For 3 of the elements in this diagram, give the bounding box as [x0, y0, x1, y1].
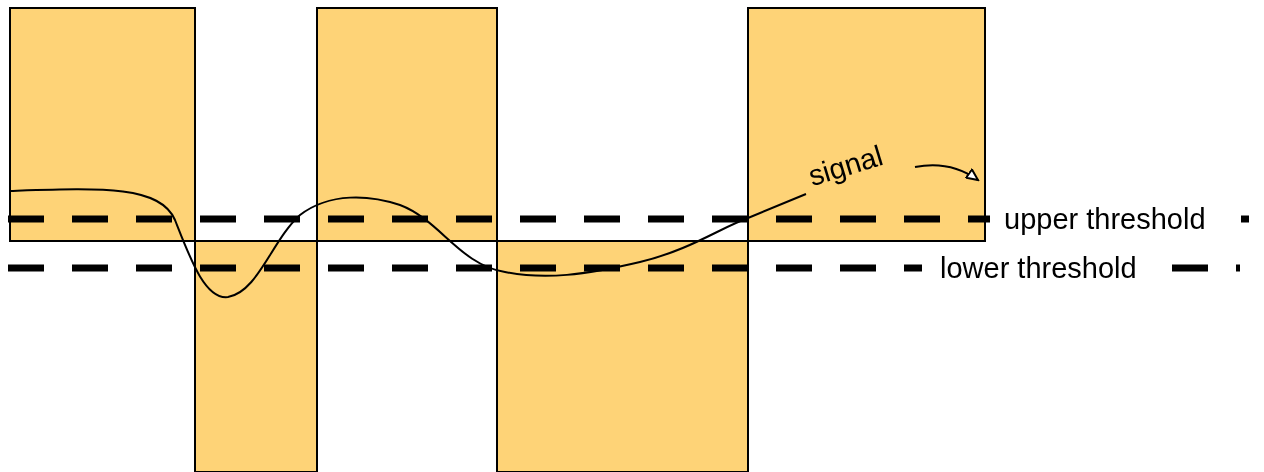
threshold-label: lower threshold — [940, 252, 1137, 284]
threshold-label: upper threshold — [1004, 203, 1206, 235]
signal-label: signal — [804, 139, 887, 192]
